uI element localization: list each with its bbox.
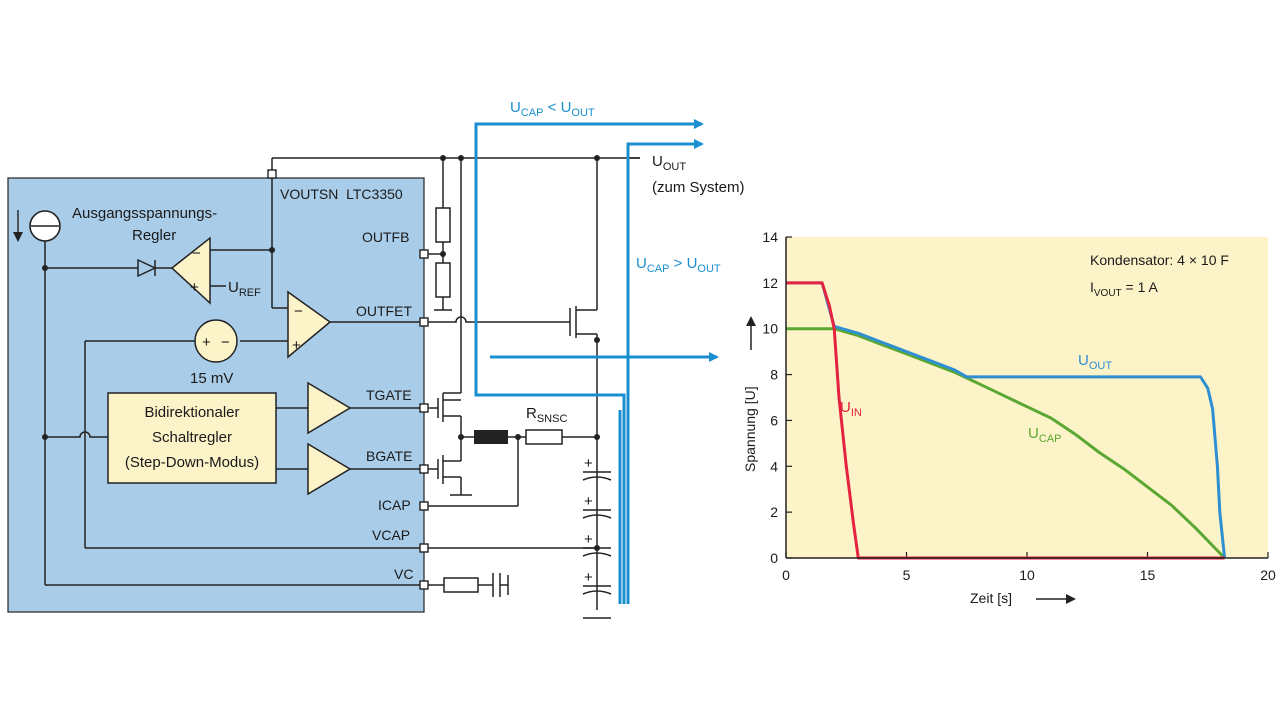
plot-area xyxy=(786,237,1268,558)
annotation-current: IVOUT = 1 A xyxy=(1090,279,1159,299)
svg-text:Spannung [U]: Spannung [U] xyxy=(742,386,758,472)
y-tick-label: 10 xyxy=(762,321,778,337)
switch-reg-label-1: Bidirektionaler xyxy=(144,404,239,421)
svg-text:+: + xyxy=(292,337,301,354)
label-ucap-greater-uout: UCAP > UOUT xyxy=(636,255,721,275)
label-ucap-less-uout: UCAP < UOUT xyxy=(510,99,595,119)
outfet-comparator-icon xyxy=(287,290,332,359)
series-label-ucap: UCAP xyxy=(1028,425,1061,445)
sense-resistor xyxy=(525,429,563,445)
uout-system-label: UOUT xyxy=(652,153,686,173)
inductor-icon xyxy=(474,430,508,444)
y-tick-label: 0 xyxy=(770,550,778,566)
switch-reg-label-2: Schaltregler xyxy=(152,429,232,446)
pin-outfet: OUTFET xyxy=(356,303,412,319)
uout-system-note: (zum System) xyxy=(652,179,745,196)
svg-text:−: − xyxy=(221,334,230,351)
y-tick-label: 4 xyxy=(770,458,778,474)
svg-text:Zeit [s]: Zeit [s] xyxy=(970,590,1012,606)
series-label-uout: UOUT xyxy=(1078,352,1112,372)
circuit-diagram: VOUTSN LTC3350 Ausgangsspannungs- Regler… xyxy=(7,99,745,619)
uref-label: UREF xyxy=(228,279,261,299)
svg-text:+: + xyxy=(584,531,593,548)
annotation-capacitor: Kondensator: 4 × 10 F xyxy=(1090,252,1229,268)
x-tick-label: 20 xyxy=(1260,567,1276,583)
series-line-ucap xyxy=(786,327,1226,560)
vc-resistor xyxy=(443,577,479,593)
svg-text:+: + xyxy=(202,334,211,351)
svg-text:−: − xyxy=(294,303,303,320)
x-tick-label: 5 xyxy=(903,567,911,583)
y-tick-label: 8 xyxy=(770,367,778,383)
voltage-time-chart: 0 5 10 15 20 0 2 4 6 8 10 12 14 Kondensator: 4 × 10 … xyxy=(742,229,1276,606)
regulator-amplifier-icon xyxy=(170,236,211,305)
series-line-uout xyxy=(786,281,1227,559)
pin-outfb: OUTFB xyxy=(362,229,409,245)
switch-reg-label-3: (Step-Down-Modus) xyxy=(125,454,259,471)
chip-label: VOUTSN LTC3350 xyxy=(280,186,403,202)
bottom-switch-transistor-icon xyxy=(428,455,461,484)
regulator-label-2: Regler xyxy=(132,227,176,244)
regulator-label-1: Ausgangsspannungs- xyxy=(72,205,217,222)
x-tick-label: 15 xyxy=(1140,567,1156,583)
pin-tgate: TGATE xyxy=(366,387,412,403)
svg-text:+: + xyxy=(584,493,593,510)
y-axis-title: Spannung [U] xyxy=(742,316,758,472)
switching-regulator-block xyxy=(107,392,277,484)
pin-vc: VC xyxy=(394,566,413,582)
svg-text:+: + xyxy=(584,569,593,586)
y-tick-label: 2 xyxy=(770,504,778,520)
y-tick-label: 14 xyxy=(762,229,778,245)
svg-text:+: + xyxy=(190,279,199,296)
feedback-resistor-bottom xyxy=(435,262,451,298)
svg-text:−: − xyxy=(192,245,201,262)
path-ucap-less-uout xyxy=(474,119,704,604)
feedback-resistor-top xyxy=(435,207,451,243)
y-tick-label: 6 xyxy=(770,412,778,428)
series-label-uin: UIN xyxy=(840,399,862,419)
x-tick-label: 0 xyxy=(782,567,790,583)
offset-voltage-label: 15 mV xyxy=(190,370,233,387)
svg-text:+: + xyxy=(584,455,593,472)
top-switch-transistor-icon xyxy=(428,393,461,422)
pin-bgate: BGATE xyxy=(366,448,412,464)
rsnsc-label: RSNSC xyxy=(526,405,567,425)
y-tick-label: 12 xyxy=(762,275,778,291)
pin-vcap: VCAP xyxy=(372,527,410,543)
pin-icap: ICAP xyxy=(378,497,411,513)
axis-ticks: 0 5 10 15 20 0 2 4 6 8 10 12 14 xyxy=(762,229,1276,583)
x-tick-label: 10 xyxy=(1019,567,1035,583)
x-axis-title: Zeit [s] xyxy=(970,590,1076,606)
